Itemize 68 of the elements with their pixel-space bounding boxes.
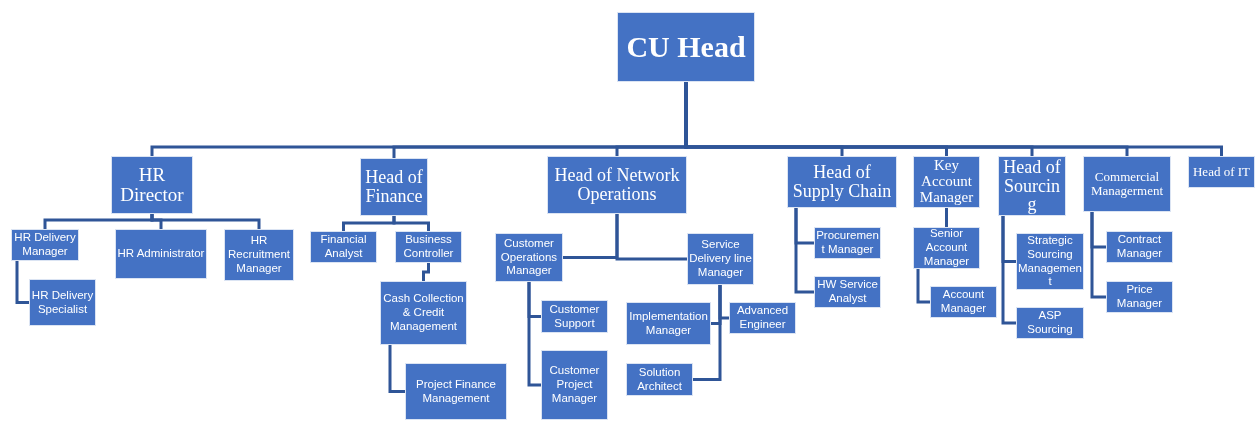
role-title: Strategic Sourcing Management (1018, 233, 1082, 290)
connector-line (945, 208, 948, 227)
role-title: Customer Support (548, 302, 601, 331)
org-box (1188, 156, 1255, 188)
org-box (626, 302, 711, 345)
org-box (913, 227, 980, 269)
role-title: HR Recruitment Manager (227, 234, 291, 276)
org-box (111, 156, 193, 214)
connector-line (1090, 212, 1106, 299)
role-title: Head of IT (1193, 165, 1250, 179)
org-box (617, 12, 755, 82)
org-box (930, 286, 997, 318)
org-box (1106, 231, 1173, 263)
org-box (547, 156, 687, 214)
connector-line (392, 216, 430, 231)
role-title: Key Account Manager (918, 158, 975, 206)
connector-line (527, 282, 541, 387)
role-title: Advanced Engineer (735, 304, 790, 332)
role-title: Head of Sourcing (1002, 157, 1062, 215)
role-title: Financial Analyst (319, 233, 368, 261)
org-box (380, 281, 467, 345)
role-title: Head of Finance (364, 168, 424, 206)
role-title: Project Finance Management (415, 377, 497, 406)
role-title: Senior Account Manager (922, 227, 971, 269)
org-box (1016, 307, 1084, 339)
role-title: Account Manager (939, 288, 988, 316)
role-title: Customer Project Manager (548, 364, 601, 406)
org-box (541, 350, 608, 420)
role-title: Business Controller (402, 233, 455, 261)
org-box (729, 302, 796, 334)
org-box (115, 229, 207, 279)
org-box (29, 279, 96, 326)
role-title: CU Head (626, 31, 746, 63)
role-title: HR Delivery Manager (13, 231, 77, 259)
org-box (310, 231, 377, 263)
org-box (405, 363, 507, 420)
role-title: Implementation Manager (628, 309, 709, 338)
role-title: HW Service Analyst (816, 278, 879, 306)
role-title: Price Manager (1115, 283, 1164, 311)
connector-line (15, 261, 29, 304)
connector-line (422, 263, 430, 281)
org-box (1106, 281, 1173, 313)
connector-line (916, 269, 930, 304)
role-title: Head of Network Operations (553, 166, 681, 204)
org-box (395, 231, 462, 263)
connector-line (388, 345, 405, 393)
connector-line (693, 285, 722, 381)
role-title: HR Delivery Specialist (31, 288, 94, 317)
org-box (787, 156, 897, 208)
role-title: HR Administrator (117, 247, 205, 261)
role-title: Commercial Managerment (1089, 170, 1165, 198)
org-box (1083, 156, 1171, 212)
connector-line (794, 208, 814, 294)
connector-line (1001, 216, 1016, 325)
role-title: Service Delivery line Manager (689, 238, 752, 280)
connector-line (615, 214, 687, 261)
role-title: Procurement Manager (816, 229, 879, 257)
org-box (626, 363, 693, 396)
role-title: Customer Operations Manager (499, 236, 559, 279)
role-title: HR Director (119, 165, 185, 205)
role-title: ASP Sourcing (1026, 309, 1074, 337)
role-title: Cash Collection & Credit Management (382, 292, 465, 334)
role-title: Head of Supply Chain (791, 163, 893, 201)
org-box (541, 300, 608, 333)
connector-line (150, 214, 261, 229)
org-box (360, 158, 428, 216)
role-title: Solution Architect (636, 365, 683, 394)
role-title: Contract Manager (1115, 233, 1164, 261)
